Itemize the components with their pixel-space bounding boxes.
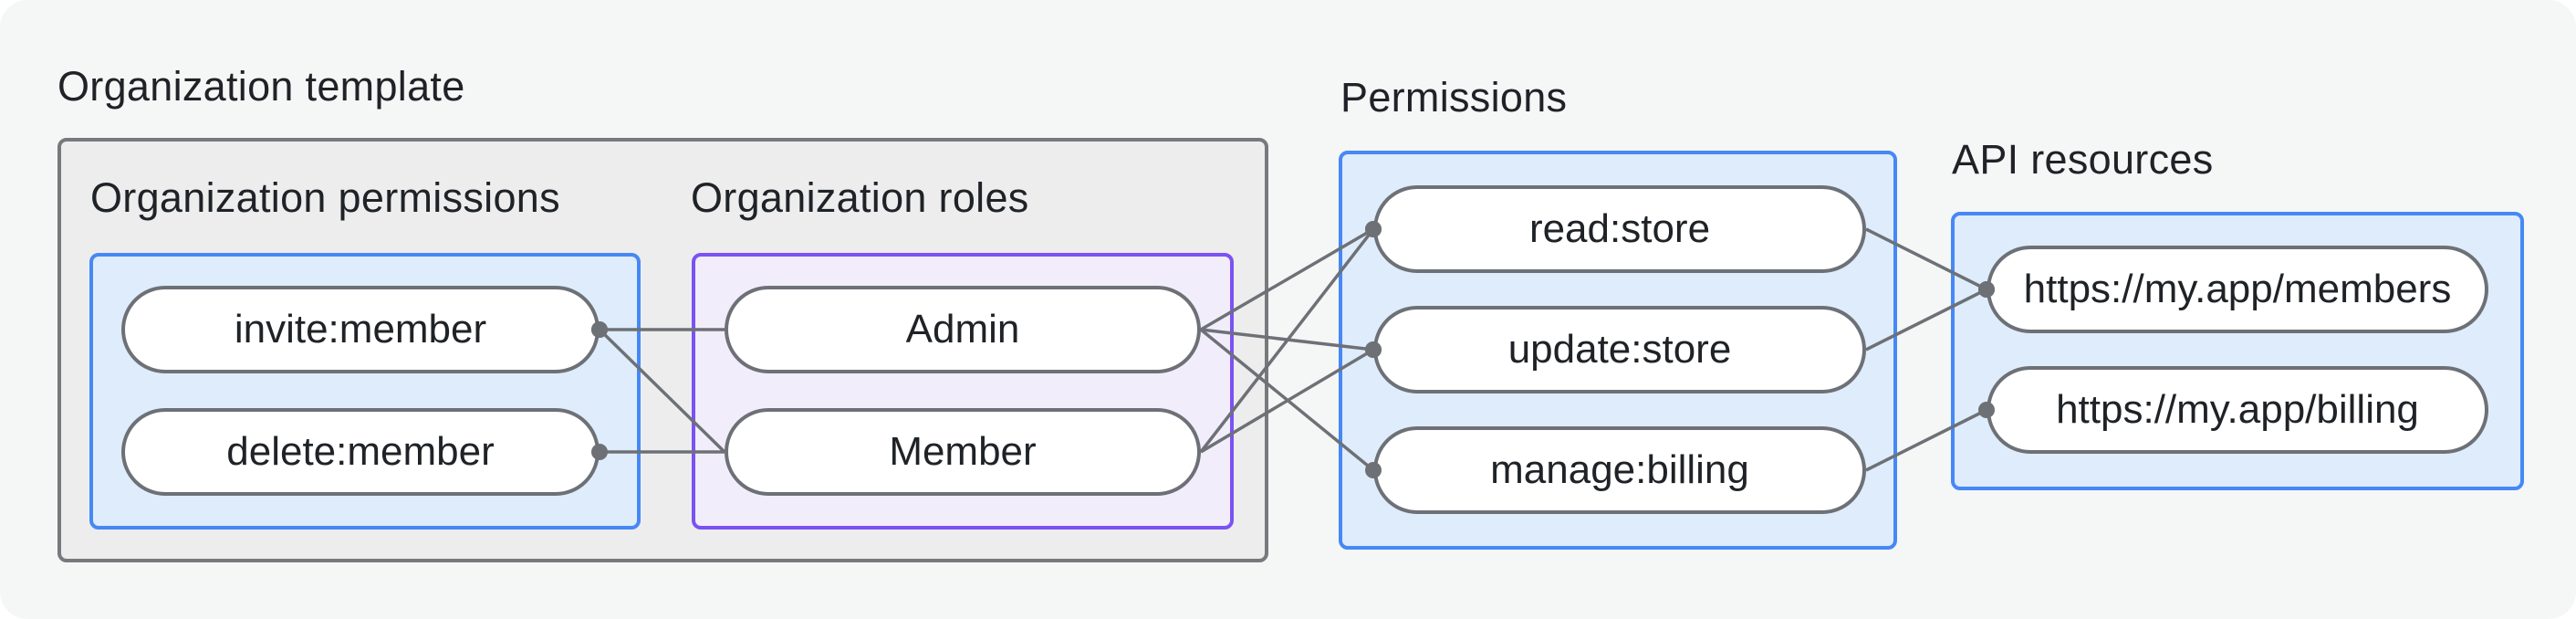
node-api-members-url-label: https://my.app/members xyxy=(2023,267,2452,311)
node-manage-billing-label: manage:billing xyxy=(1490,447,1749,492)
node-read-store-label: read:store xyxy=(1528,206,1711,251)
node-api-members-url: https://my.app/members xyxy=(1987,246,2488,333)
node-api-billing-url-label: https://my.app/billing xyxy=(2056,387,2419,432)
api-resources-label: API resources xyxy=(1952,136,2214,183)
organization-permissions-label: Organization permissions xyxy=(90,174,560,221)
node-update-store: update:store xyxy=(1373,306,1866,393)
organization-roles-box: Admin Member xyxy=(692,253,1234,530)
node-delete-member: delete:member xyxy=(121,408,600,496)
node-manage-billing: manage:billing xyxy=(1373,426,1866,514)
node-member-role-label: Member xyxy=(889,429,1037,474)
node-update-store-label: update:store xyxy=(1507,327,1732,372)
node-invite-member-label: invite:member xyxy=(234,307,487,351)
node-api-billing-url: https://my.app/billing xyxy=(1987,366,2488,454)
node-admin-role: Admin xyxy=(725,286,1201,373)
permissions-label: Permissions xyxy=(1340,74,1568,121)
organization-template-box: Organization permissions Organization ro… xyxy=(57,138,1268,562)
api-resources-box: https://my.app/members https://my.app/bi… xyxy=(1951,212,2524,490)
node-delete-member-label: delete:member xyxy=(226,429,495,474)
node-member-role: Member xyxy=(725,408,1201,496)
node-read-store: read:store xyxy=(1373,185,1866,273)
organization-roles-label: Organization roles xyxy=(691,174,1029,221)
organization-permissions-box: invite:member delete:member xyxy=(89,253,641,530)
node-admin-role-label: Admin xyxy=(905,307,1020,351)
permissions-box: read:store update:store manage:billing xyxy=(1339,151,1897,550)
organization-template-label: Organization template xyxy=(57,63,465,110)
node-invite-member: invite:member xyxy=(121,286,600,373)
